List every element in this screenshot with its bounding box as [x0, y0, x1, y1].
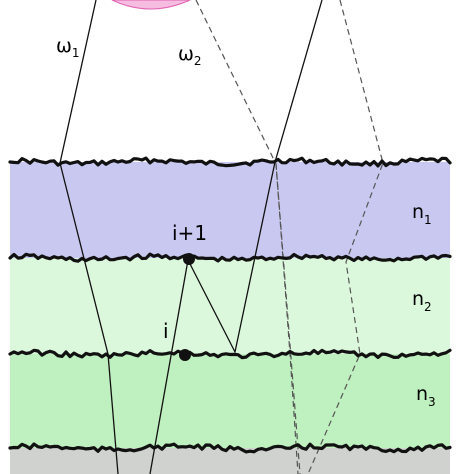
layer-label-n3-sub: 3 — [428, 395, 436, 409]
interface-bottom — [8, 442, 452, 454]
source-circle — [111, 0, 191, 10]
ray-omega2-dashed — [195, 0, 299, 474]
layer-n2-band — [10, 258, 450, 354]
ray-label-omega1-sub: 1 — [72, 46, 80, 60]
layer-label-n3-base: n — [416, 383, 428, 405]
ray-internal-solid — [149, 259, 189, 474]
layer-label-n2-base: n — [412, 288, 424, 310]
layer-label-n2-sub: 2 — [424, 300, 432, 314]
node-label-i: i — [163, 319, 169, 343]
interface-n2-n3 — [8, 348, 452, 360]
ray-label-omega2-sub: 2 — [194, 54, 202, 68]
layer-label-n3: n3 — [416, 383, 436, 409]
interface-top — [8, 156, 452, 168]
ray-label-omega1-base: ω — [56, 35, 72, 57]
layer-label-n1-base: n — [412, 201, 424, 223]
layer-label-n1-sub: 1 — [424, 213, 432, 227]
ray-label-omega1: ω1 — [56, 35, 80, 60]
layer-n1-band — [10, 162, 450, 258]
ray-label-omega2: ω2 — [178, 43, 202, 68]
bottom-layer-band — [10, 448, 450, 474]
ray-dashed-right-2 — [275, 163, 301, 474]
node-label-i-plus-1: i+1 — [172, 221, 207, 245]
ray-label-omega2-base: ω — [178, 43, 194, 65]
layer-n3-band — [10, 354, 450, 448]
node-i — [179, 349, 191, 361]
ray-dashed-right-1 — [307, 0, 384, 474]
layer-label-n1: n1 — [412, 201, 432, 227]
node-i-plus-1 — [183, 253, 195, 265]
interface-n1-n2 — [8, 252, 452, 263]
layer-label-n2: n2 — [412, 288, 432, 314]
